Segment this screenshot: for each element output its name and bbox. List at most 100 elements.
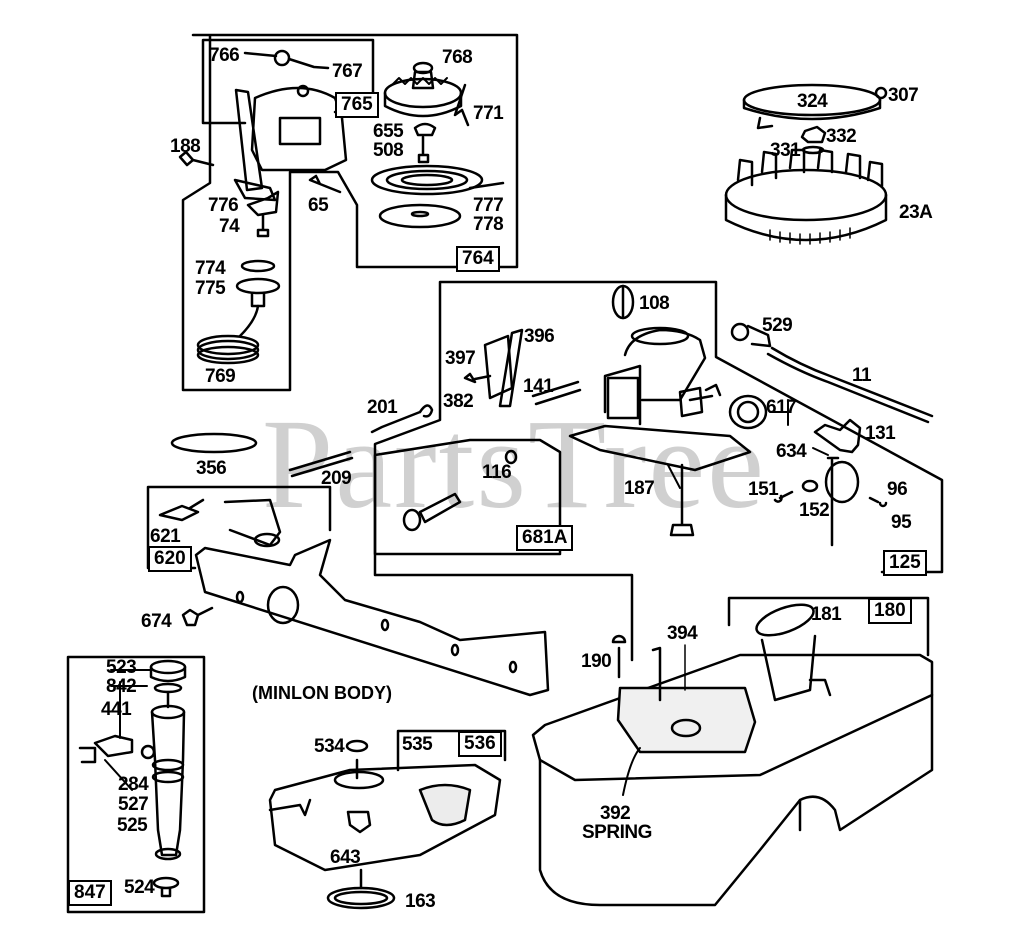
seal-part-116[interactable] [504,449,518,465]
part-label-190[interactable]: 190 [581,651,612,672]
part-label-621[interactable]: 621 [150,526,181,547]
part-label-842[interactable]: 842 [106,676,137,697]
group-label-764[interactable]: 764 [456,246,500,272]
part-label-152[interactable]: 152 [799,500,830,521]
elbow-part-529[interactable] [730,322,772,348]
fuel-valve-part-643[interactable] [346,810,372,834]
group-label-681A[interactable]: 681A [516,525,574,551]
part-label-771[interactable]: 771 [473,103,504,124]
part-label-11[interactable]: 11 [852,365,872,386]
part-label-108[interactable]: 108 [639,293,670,314]
group-label-536[interactable]: 536 [458,731,502,757]
screw-part-65[interactable] [308,174,342,194]
part-label-382[interactable]: 382 [443,391,474,412]
shaft-part-141[interactable] [531,380,582,406]
part-label-768[interactable]: 768 [442,47,473,68]
part-label-769[interactable]: 769 [205,366,236,387]
part-label-534[interactable]: 534 [314,736,345,757]
group-label-125[interactable]: 125 [883,550,927,576]
filler-neck-part-181[interactable] [753,598,832,702]
part-label-778[interactable]: 778 [473,214,504,235]
part-label-397[interactable]: 397 [445,348,476,369]
part-label-655[interactable]: 655 [373,121,404,142]
part-label-116[interactable]: 116 [482,462,512,483]
screw-part-508[interactable] [417,135,430,164]
part-label-201[interactable]: 201 [367,397,398,418]
part-label-774[interactable]: 774 [195,258,226,279]
disc-part-778[interactable] [378,203,462,229]
part-label-535[interactable]: 535 [402,734,433,755]
part-label-776[interactable]: 776 [208,195,239,216]
nut-part-332[interactable] [800,125,827,144]
bracket-part-620[interactable] [194,498,550,697]
part-label-529[interactable]: 529 [762,315,793,336]
part-label-131[interactable]: 131 [865,423,896,444]
needle-shaft-part-634[interactable] [826,456,840,547]
part-label-96[interactable]: 96 [887,479,908,500]
part-label-332[interactable]: 332 [826,126,857,147]
choke-lever-part-397[interactable] [483,334,514,400]
part-label-775[interactable]: 775 [195,278,226,299]
group-label-180[interactable]: 180 [868,598,912,624]
part-label-324[interactable]: 324 [797,91,828,112]
part-label-187[interactable]: 187 [624,478,655,499]
part-label-643[interactable]: 643 [330,847,361,868]
screw-part-95[interactable] [868,496,888,508]
cam-part-766[interactable] [243,49,330,70]
part-label-356[interactable]: 356 [196,458,227,479]
screw-part-188[interactable] [178,150,215,167]
spring-tag-771[interactable] [453,83,470,127]
part-label-95[interactable]: 95 [891,512,912,533]
part-label-65[interactable]: 65 [308,195,329,216]
fuel-tank-minlon-part-536[interactable] [268,739,502,872]
part-label-441[interactable]: 441 [101,699,132,720]
group-label-847[interactable]: 847 [68,880,112,906]
link-part-201[interactable] [370,404,434,434]
part-label-23A[interactable]: 23A [899,202,933,223]
flywheel-part-23A[interactable] [724,148,888,245]
pulley-part-768[interactable] [383,61,463,118]
rope-part-769[interactable] [196,334,260,365]
filter-part-535[interactable] [418,783,472,827]
part-label-141[interactable]: 141 [523,376,554,397]
part-label-394[interactable]: 394 [667,623,698,644]
fuel-pipe-part-11[interactable] [766,346,934,424]
part-label-181[interactable]: 181 [811,604,842,625]
screw-part-382[interactable] [463,372,492,384]
part-label-331[interactable]: 331 [770,140,801,161]
part-label-777[interactable]: 777 [473,195,504,216]
part-label-209[interactable]: 209 [321,468,352,489]
carburetor-body-part[interactable] [568,326,768,472]
starter-housing-part[interactable] [233,84,348,202]
part-label-767[interactable]: 767 [332,61,363,82]
part-label-392[interactable]: 392 [600,803,631,824]
rewind-spring-part-777[interactable] [370,164,505,196]
screw-part-74[interactable] [256,213,270,238]
handle-part-774[interactable] [235,259,281,338]
part-label-525[interactable]: 525 [117,815,148,836]
nozzle-part[interactable] [402,492,462,532]
part-label-396[interactable]: 396 [524,326,555,347]
part-label-523[interactable]: 523 [106,657,137,678]
part-label-284[interactable]: 284 [118,774,149,795]
throttle-lever-part-131[interactable] [813,418,862,454]
group-label-765[interactable]: 765 [335,92,379,118]
screw-part-307[interactable] [874,86,888,100]
spring-part-209[interactable] [288,450,354,478]
part-label-527[interactable]: 527 [118,794,149,815]
part-label-188[interactable]: 188 [170,136,201,157]
part-label-524[interactable]: 524 [124,877,155,898]
part-label-74[interactable]: 74 [219,216,240,237]
part-label-151[interactable]: 151 [748,479,779,500]
screw-part-190[interactable] [611,634,627,679]
screw-part-674[interactable] [181,606,214,627]
screen-part-324[interactable] [742,83,882,130]
choke-valve-part-108[interactable] [611,284,635,320]
part-label-634[interactable]: 634 [776,441,807,462]
gasket-part-394[interactable] [616,644,757,754]
gasket-part-163[interactable] [326,868,396,910]
spring-part-152[interactable] [801,479,819,493]
bracket-part-776[interactable] [246,190,280,217]
part-label-307[interactable]: 307 [888,85,919,106]
choke-plate-part-396[interactable] [498,328,524,408]
